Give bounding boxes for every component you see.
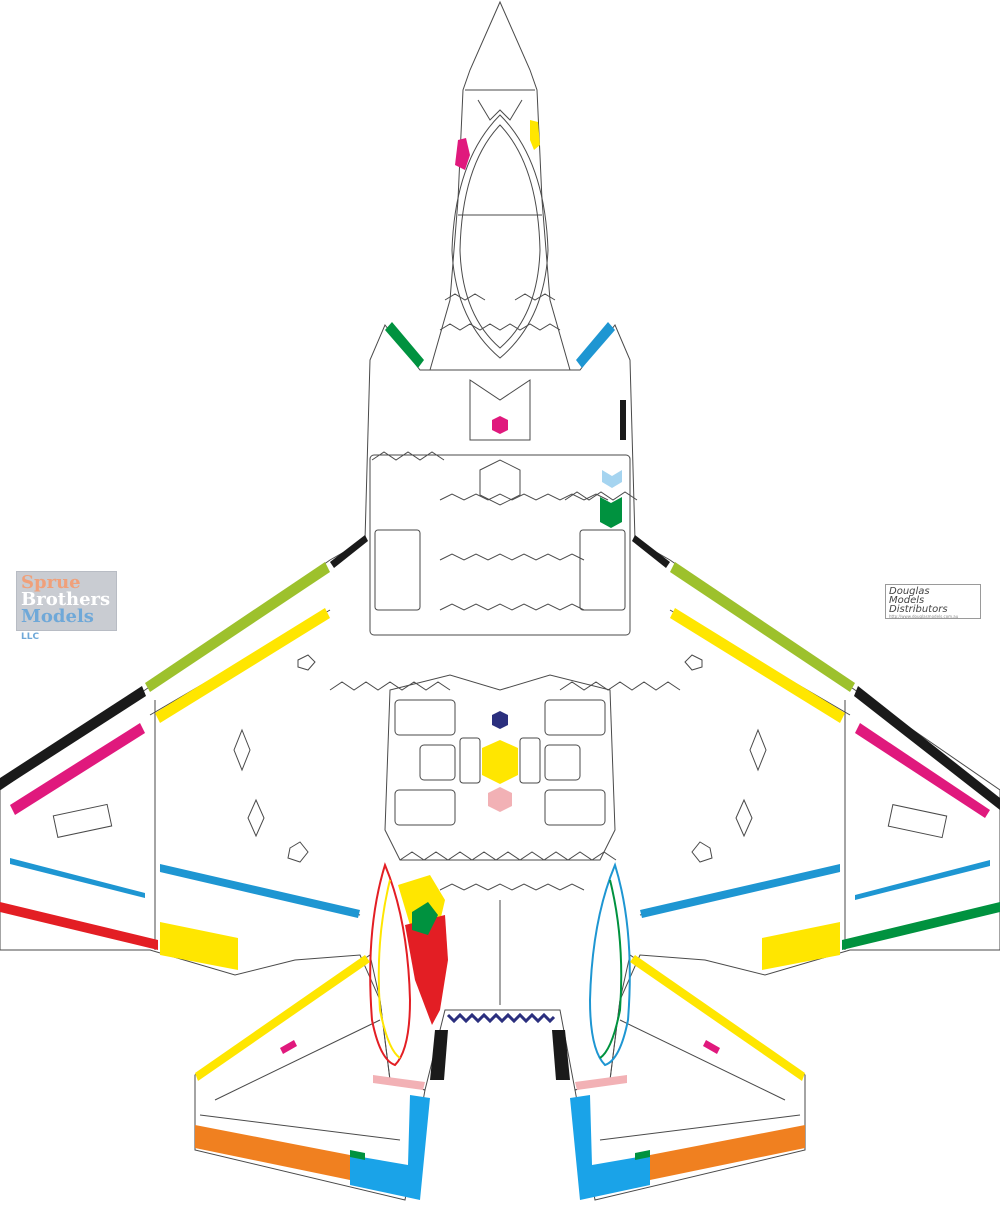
mask-cyan-left xyxy=(350,1095,430,1200)
douglas-models-logo: Douglas Models Distributors http://www.d… xyxy=(885,584,981,619)
mask-black-bar xyxy=(620,400,626,440)
mask-red-intake-outline xyxy=(369,862,412,1067)
mask-red-intake xyxy=(405,915,448,1025)
canopy-outline xyxy=(451,114,549,359)
mask-blue-left xyxy=(10,858,145,898)
mask-navy-zigzag xyxy=(446,1012,556,1024)
mask-magenta-nose xyxy=(455,138,470,170)
mask-magenta-left xyxy=(10,723,145,815)
mask-pink-left xyxy=(373,1075,425,1090)
mask-pink-hex xyxy=(488,787,512,812)
canopy-inner xyxy=(459,124,541,349)
logo-left-line2: Brothers xyxy=(21,589,111,610)
mask-red-left xyxy=(0,902,158,950)
logo-right-line1: Douglas xyxy=(889,586,930,597)
mask-blue-shoulder xyxy=(576,322,615,368)
logo-left-suffix: LLC xyxy=(21,632,40,642)
logo-right-line2: Models xyxy=(889,595,925,606)
mask-green-right-tail xyxy=(635,1150,650,1160)
mask-magenta-hex xyxy=(492,416,508,434)
mask-orange-left xyxy=(195,1125,350,1180)
mask-orange-right xyxy=(650,1125,805,1180)
mask-olive-left xyxy=(145,562,330,692)
mask-navy-hex xyxy=(492,711,508,729)
mask-magenta-right-tail xyxy=(703,1040,720,1054)
logo-left-line1: Sprue xyxy=(21,572,81,593)
mask-pink-right xyxy=(575,1075,627,1090)
mask-yellow-right-tail xyxy=(630,955,805,1081)
mask-yellow-left xyxy=(155,608,330,723)
logo-right-line3: Distributors xyxy=(889,604,948,615)
mask-blue-right xyxy=(855,860,990,900)
mask-black-exhaust-right xyxy=(552,1030,570,1080)
mask-yellow-right xyxy=(670,608,845,723)
mask-lightblue-chevron xyxy=(602,470,622,488)
mask-magenta-right xyxy=(855,723,990,818)
logo-left-line3: Models LLC xyxy=(21,606,94,643)
mask-blue-left-inner xyxy=(160,864,360,918)
mask-blue-intake-outline xyxy=(588,862,631,1067)
mask-yellow-hex xyxy=(482,740,518,784)
mask-green-intake xyxy=(412,902,438,935)
mask-blue-right-inner xyxy=(640,864,840,918)
mask-black-exhaust-left xyxy=(430,1030,448,1080)
mask-green-shoulder xyxy=(385,322,424,368)
mask-magenta-left-tail xyxy=(280,1040,297,1054)
mask-green-left-tail xyxy=(350,1150,365,1160)
sprue-brothers-logo: Sprue Brothers Models LLC xyxy=(16,571,117,642)
logo-right-fine-print: http://www.douglasmodels.com.au xyxy=(889,614,959,619)
mask-cyan-right xyxy=(570,1095,650,1200)
mask-green-right xyxy=(842,902,1000,950)
mask-black-left-inner xyxy=(330,535,368,568)
color-masks xyxy=(0,120,1000,1200)
mask-black-right-inner xyxy=(632,535,670,568)
mask-black-right-outer xyxy=(854,686,1000,810)
mask-black-left-outer xyxy=(0,686,146,790)
mask-yellow-left-tail xyxy=(195,955,370,1081)
mask-yellow-right-block xyxy=(762,922,840,970)
nose-cone-outline xyxy=(429,0,571,371)
mask-yellow-nose xyxy=(530,120,540,150)
mask-green-chevron xyxy=(600,497,622,528)
mask-yellow-left-block xyxy=(160,922,238,970)
mask-olive-right xyxy=(670,562,855,692)
